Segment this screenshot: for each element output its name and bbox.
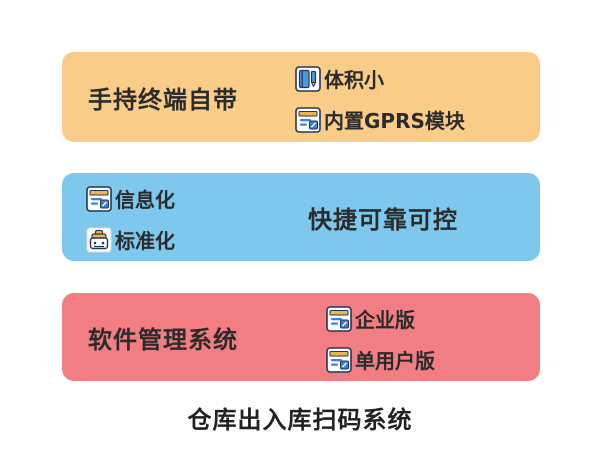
document-edit-icon [326,306,352,332]
feature-item: 内置GPRS模块 [295,105,465,134]
feature-list: 信息化 标准化 [86,184,236,254]
feature-label: 标准化 [115,229,175,253]
feature-item: 标准化 [86,225,236,254]
feature-item: 信息化 [86,184,236,213]
feature-list: 企业版 单用户版 [326,304,435,374]
diagram-caption: 仓库出入库扫码系统 [187,406,413,434]
feature-item: 单用户版 [326,345,435,374]
document-edit-icon [326,347,352,373]
feature-label: 单用户版 [355,349,435,373]
feature-label: 信息化 [115,188,175,212]
feature-list: 体积小 内置GPRS模块 [295,64,465,134]
panel-software-management: 软件管理系统 企业版 单用户版 [62,293,540,381]
panel-heading: 软件管理系统 [88,325,238,354]
feature-label: 内置GPRS模块 [324,109,465,133]
document-edit-icon [86,186,112,212]
document-edit-icon [295,107,321,133]
panel-handheld-terminal: 手持终端自带 体积小 内置GPRS模块 [62,52,540,142]
feature-label: 企业版 [355,308,415,332]
panel-heading: 手持终端自带 [88,85,238,114]
feature-label: 体积小 [324,68,384,92]
notebook-pen-icon [295,66,321,92]
taxi-icon [86,227,112,253]
feature-item: 体积小 [295,64,465,93]
feature-item: 企业版 [326,304,435,333]
panel-heading: 快捷可靠可控 [308,205,458,234]
panel-fast-reliable: 信息化 标准化 快捷可靠可控 [62,173,540,261]
